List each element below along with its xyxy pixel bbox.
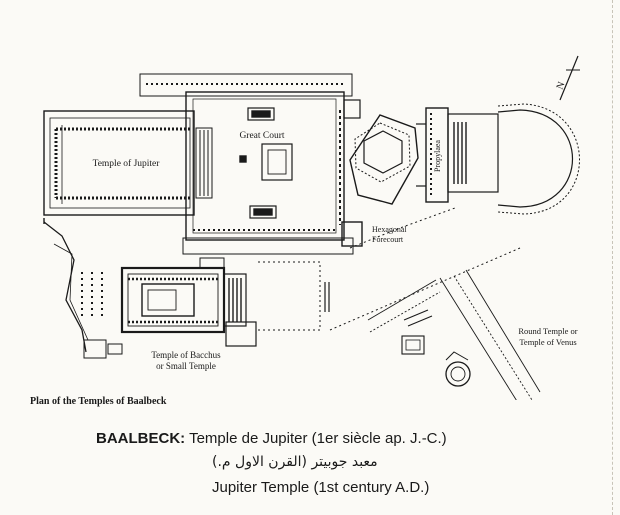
label-round-temple: Round Temple or — [518, 326, 577, 336]
perimeter-walls — [43, 207, 521, 359]
label-propylaea: Propylaea — [433, 140, 442, 172]
label-north: N — [555, 80, 568, 91]
page-edge-divider — [612, 0, 613, 515]
plan-caption: Plan of the Temples of Baalbeck — [30, 396, 167, 407]
label-temple-of-bacchus: Temple of Bacchus — [151, 350, 221, 360]
label-hexagonal: Hexagonal — [372, 225, 407, 234]
label-great-court: Great Court — [239, 131, 284, 141]
hexagonal-forecourt-plan — [341, 99, 419, 247]
caption-line-french: BAALBECK: Temple de Jupiter (1er siècle … — [96, 430, 447, 447]
north-arrow — [559, 55, 580, 101]
round-temple-plan — [367, 269, 541, 400]
label-small-temple: or Small Temple — [156, 361, 216, 371]
temples-plan-diagram: Temple of Jupiter Great Court Hexagonal … — [43, 55, 580, 400]
caption-heading: BAALBECK: — [96, 430, 186, 447]
temple-of-jupiter-plan — [43, 110, 195, 216]
temple-of-bacchus-plan — [120, 257, 257, 347]
great-court-plan — [139, 73, 354, 255]
label-temple-of-venus: Temple of Venus — [519, 337, 576, 347]
label-temple-of-jupiter: Temple of Jupiter — [93, 158, 161, 169]
caption-french-text: Temple de Jupiter (1er siècle ap. J.-C.) — [189, 430, 447, 447]
label-forecourt: Forecourt — [372, 235, 404, 244]
propylaea-plan — [416, 103, 580, 215]
caption-line-english: Jupiter Temple (1st century A.D.) — [212, 479, 430, 496]
caption-line-arabic: معبد جوبيتر (القرن الاول م.) — [212, 454, 378, 470]
